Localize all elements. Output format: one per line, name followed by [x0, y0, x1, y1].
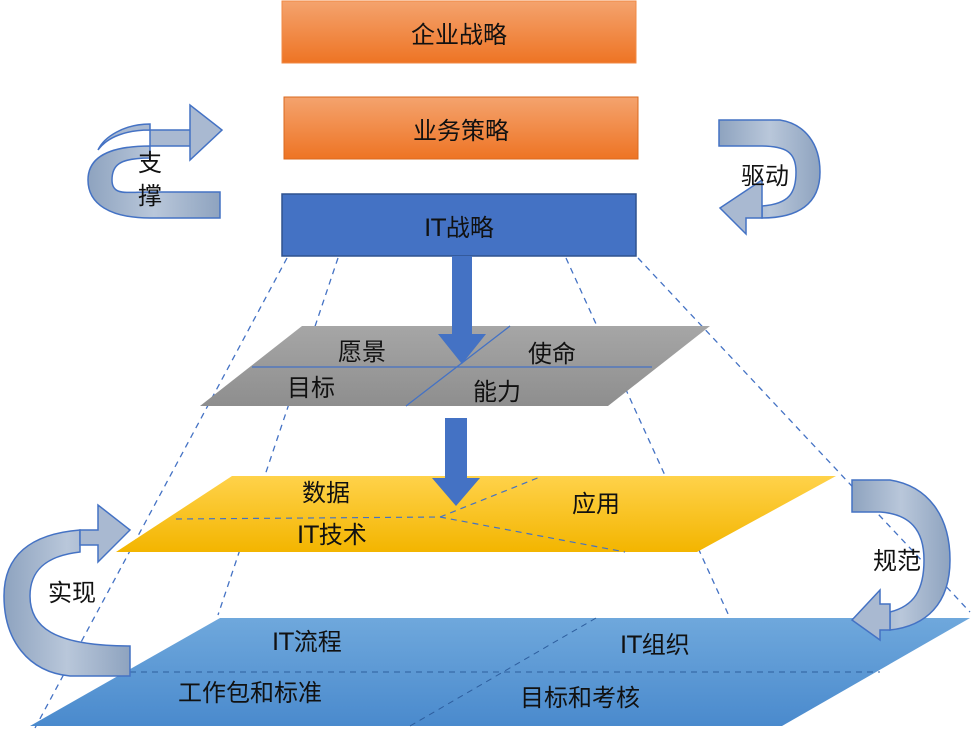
- regulate-label: 规范: [873, 547, 921, 575]
- capability-label: 能力: [473, 378, 521, 406]
- business-strategy-box: [283, 96, 639, 160]
- it-strategy-box: [281, 193, 637, 257]
- tech-divider-down: [439, 516, 626, 553]
- data-label: 数据: [302, 479, 350, 507]
- goals-assessment-label: 目标和考核: [520, 684, 640, 712]
- vision-label: 愿景: [338, 338, 386, 366]
- it-organization-label: IT组织: [620, 631, 690, 659]
- it-strategy-label: IT战略: [424, 213, 494, 242]
- tech-divider-up: [439, 476, 541, 518]
- mission-label: 使命: [528, 340, 576, 368]
- realize-curved-arrow-icon: [3, 503, 132, 677]
- arrow-down-icon: [432, 418, 480, 506]
- vision-divider-diagonal: [405, 325, 511, 407]
- work-packages-standards-label: 工作包和标准: [178, 679, 322, 707]
- tech-divider-left: [175, 516, 441, 520]
- arrow-down-icon: [438, 256, 486, 364]
- organization-divider-diagonal: [409, 617, 597, 727]
- layer-technology: [116, 476, 836, 553]
- layer-technology-plane: [116, 476, 836, 552]
- support-label-1: 支: [138, 149, 162, 177]
- it-technology-label: IT技术: [297, 521, 367, 549]
- goals-label: 目标: [287, 374, 335, 402]
- realize-label: 实现: [48, 579, 96, 607]
- guide-line-inner-left: [217, 257, 339, 616]
- layer-organization-plane: [30, 618, 970, 726]
- support-label-2: 撑: [138, 182, 162, 210]
- guide-line-outer-right: [637, 257, 971, 613]
- application-label: 应用: [572, 490, 620, 518]
- layer-vision: [200, 325, 710, 407]
- support-curved-arrow-icon: [87, 103, 224, 219]
- layer-vision-plane: [200, 326, 710, 406]
- layer-organization: [30, 617, 970, 727]
- enterprise-strategy-label: 企业战略: [411, 20, 507, 49]
- enterprise-strategy-box: [281, 0, 637, 64]
- regulate-curved-arrow-icon: [850, 479, 951, 642]
- business-strategy-label: 业务策略: [413, 116, 509, 145]
- drive-curved-arrow-icon: [718, 119, 821, 236]
- drive-label: 驱动: [741, 162, 789, 190]
- it-process-label: IT流程: [272, 628, 342, 656]
